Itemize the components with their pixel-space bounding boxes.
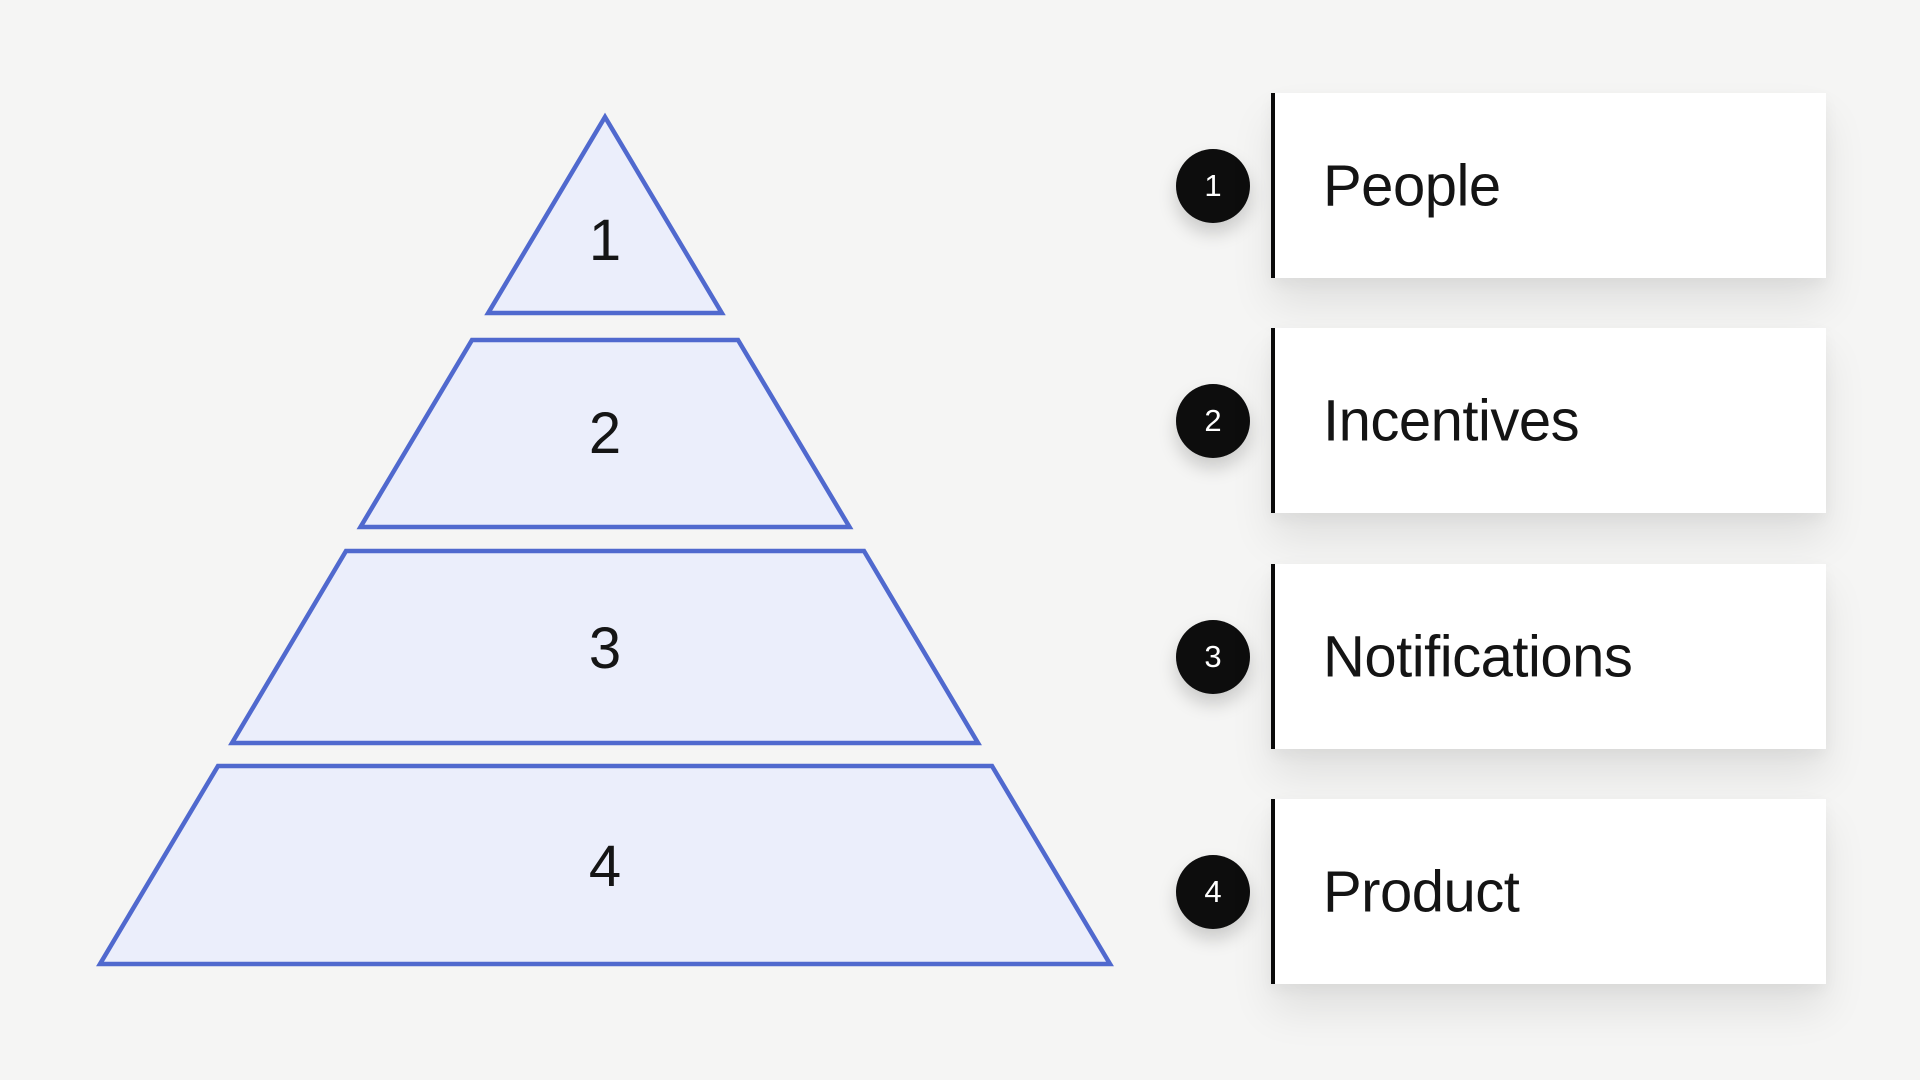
legend-label-incentives: Incentives: [1323, 388, 1580, 453]
legend-card-incentives: Incentives: [1271, 328, 1826, 513]
legend-label-people: People: [1323, 153, 1501, 218]
legend-badge-2: 2: [1176, 383, 1250, 458]
legend-badge-4: 4: [1176, 854, 1250, 929]
legend-badge-4-number: 4: [1204, 873, 1222, 909]
legend-item-incentives: 2 Incentives: [1176, 328, 1826, 513]
legend-card-people: People: [1271, 93, 1826, 278]
legend-card-product: Product: [1271, 799, 1826, 984]
pyramid-level-2-shape: [356, 337, 854, 530]
legend-badge-1: 1: [1176, 148, 1250, 223]
legend-label-notifications: Notifications: [1323, 624, 1633, 689]
pyramid-level-4-number: 4: [589, 834, 621, 899]
pyramid-level-2-number: 2: [589, 401, 621, 466]
legend-label-product: Product: [1323, 859, 1520, 924]
legend-badge-3: 3: [1176, 619, 1250, 694]
legend-item-notifications: 3 Notifications: [1176, 564, 1826, 749]
legend-badge-2-number: 2: [1204, 402, 1222, 438]
pyramid-level-1-number: 1: [589, 208, 621, 273]
legend-item-people: 1 People: [1176, 93, 1826, 278]
legend-badge-3-number: 3: [1204, 638, 1222, 674]
pyramid-level-3-shape: [228, 548, 982, 746]
legend-badge-1-number: 1: [1204, 167, 1222, 203]
pyramid-level-3-number: 3: [589, 616, 621, 681]
legend-card-notifications: Notifications: [1271, 564, 1826, 749]
legend: 1 People 2 Incentives 3 Notifications: [1176, 0, 1826, 1080]
legend-item-product: 4 Product: [1176, 799, 1826, 984]
pyramid-level-1-shape: [484, 112, 726, 316]
pyramid-level-4-shape: [96, 763, 1114, 967]
